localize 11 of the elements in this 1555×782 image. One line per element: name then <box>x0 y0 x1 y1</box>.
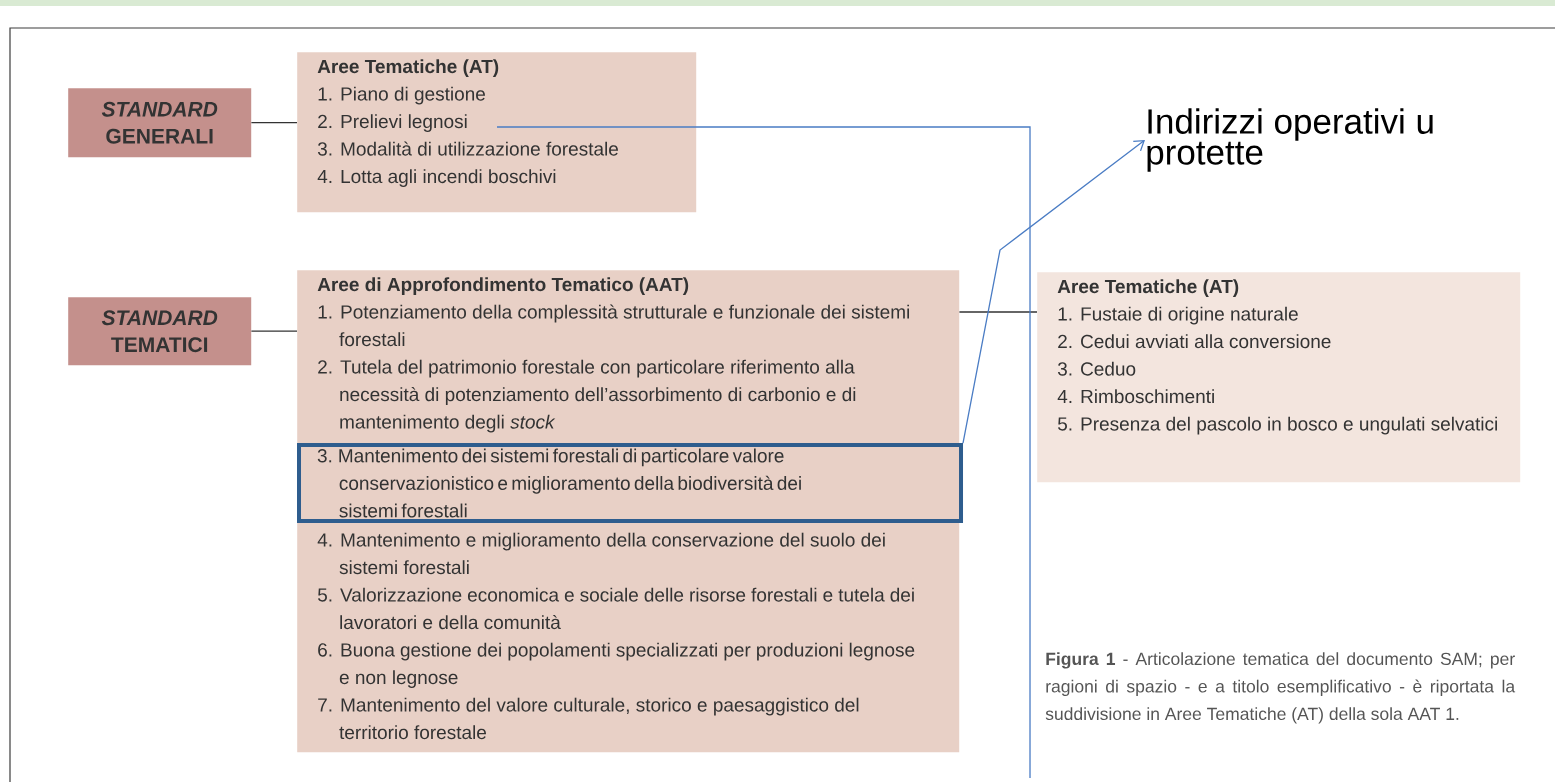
category-box: STANDARD GENERALI <box>68 88 252 158</box>
heading-text: Indirizzi operativi u protette <box>1147 108 1433 172</box>
list-box: Aree Tematiche (AT) 1. Piano di gestione 2. Prelievi legnosi 3. Modalità di utilizzazione forestale 4. Lotta agli incendi boschivi <box>297 52 697 213</box>
leader-line <box>496 126 1031 779</box>
connector-line <box>250 330 298 332</box>
arrow <box>962 139 1145 444</box>
figure-caption: Figura 1 - Articolazione tematica del documento SAM; per ragioni di spazio - e a titolo esemplificativo - è riportata la suddivisione in Aree Tematiche (AT) della sola AAT 1. <box>1045 652 1516 724</box>
category-box: STANDARD TEMATICI <box>68 297 252 366</box>
connector-line <box>250 122 298 124</box>
highlight-box: 3. Mantenimento dei sistemi forestali di particolare valore conservazionistico e miglioramento della biodiversità dei sistemi forestali <box>297 443 963 523</box>
list-box: Aree Tematiche (AT) 1. Fustaie di origine naturale 2. Cedui avviati alla conversione 3. Ceduo 4. Rimboschimenti 5. Presenza del pascolo in bosco e ungulati selvatici <box>1037 272 1521 483</box>
